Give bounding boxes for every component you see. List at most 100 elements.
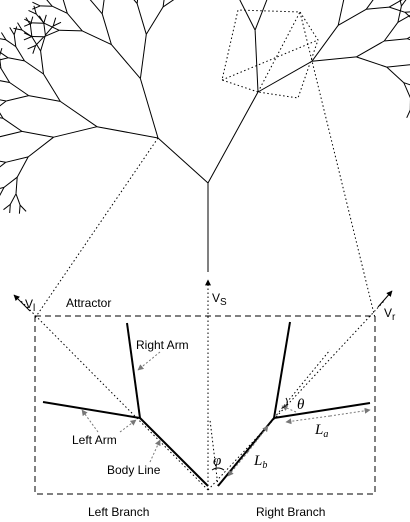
tree-branch [337,8,367,26]
tree-branch [139,34,147,79]
tree-branch [0,161,7,168]
tree-branch [62,0,68,14]
tree-branch [254,0,268,31]
tree-branch [51,5,68,14]
tree-branch [162,0,175,8]
tree-branch [15,46,25,62]
tree-branch [43,22,60,31]
tree-branch [43,29,60,38]
left-arm-left [42,401,141,419]
tree-branch [52,17,57,27]
arm-extension [273,349,331,419]
tree-branch [66,12,83,32]
body-line-left [139,417,209,487]
tree-branch [13,34,17,47]
helper-lines [209,349,331,487]
label-right-branch: Right Branch [256,505,325,519]
tree-branch [0,100,7,107]
tree-branch [365,0,374,10]
tree-branch [5,156,29,163]
tree-branch [9,82,29,97]
tree-branch [32,45,37,54]
label-v-left: Vl [25,297,35,314]
label-body-line: Body Line [107,463,161,477]
label-theta: θ [297,397,305,413]
arm-right-up [273,321,291,419]
tree-branch [157,137,209,184]
tree-branch [13,27,23,31]
tree-branch [9,193,17,205]
lb-arrow-2 [247,425,269,453]
tree-branch [386,64,410,68]
projection-right [299,11,376,319]
tree-branch [386,66,405,84]
tree-branch [0,57,2,69]
v-right-ray [207,299,386,491]
tree-branch [28,9,37,15]
tree-branch [239,0,256,31]
vl-arrow [13,294,31,312]
tree-branch [133,0,138,4]
vr-arrow [377,290,393,308]
branch-geometry [42,321,371,487]
projection-left [34,137,159,319]
tree-branch [27,136,54,158]
label-left-branch: Left Branch [88,505,149,519]
v-left-ray [19,299,209,491]
tree-branch [0,160,6,163]
tree-branch [311,56,357,62]
tree-branch [337,0,345,26]
tree-branch [311,25,339,62]
tree-branch [32,1,41,7]
lb-arrow [227,451,249,477]
tree-branch [397,5,402,23]
tree-branch [60,100,98,128]
tree-branch [2,117,23,132]
tree-branch [257,60,313,93]
theta-arc [281,397,288,409]
tree-branch [46,0,53,7]
tree-branch [0,67,11,83]
tree-branch [45,25,54,36]
tree-branch [111,44,141,79]
tree-branch [366,6,390,10]
tree-branch [82,30,112,46]
tree-branch [3,204,11,211]
tree-branch [19,204,27,212]
tree-branch [254,30,259,93]
tree-branch [35,36,45,46]
arm-right-side [273,402,371,419]
tree-branch [89,0,103,15]
tree-branch [53,126,98,138]
tree-branch [403,82,410,99]
tree-branch [404,11,410,18]
pointer-arrows [81,351,371,477]
tree-branch [13,26,18,35]
tree-branch [0,32,7,41]
tree-branch [0,112,4,119]
projection-lines [19,9,386,491]
attractor-box [34,315,376,495]
label-v-right: Vr [384,306,396,323]
tree-branch [43,23,46,36]
tree-branch [139,78,159,139]
body-extension [209,419,219,487]
tree-branch [388,0,403,8]
tree-branch [5,39,17,48]
tree-branch [0,51,9,59]
tree-branch [33,5,37,15]
tree-branch [43,73,61,102]
tree-branch [0,57,9,61]
left-arm-pointer-2 [119,419,137,433]
tree-branch [0,130,23,138]
la-arrow-2 [329,407,371,417]
label-attractor: Attractor [66,296,111,310]
tree-branch [43,14,47,24]
tree-branch [59,29,83,32]
tree-branch [6,95,29,102]
tree-branch [52,21,62,27]
tree-branch [32,5,41,10]
tree-branch [24,60,44,75]
tree-branch [21,130,54,138]
